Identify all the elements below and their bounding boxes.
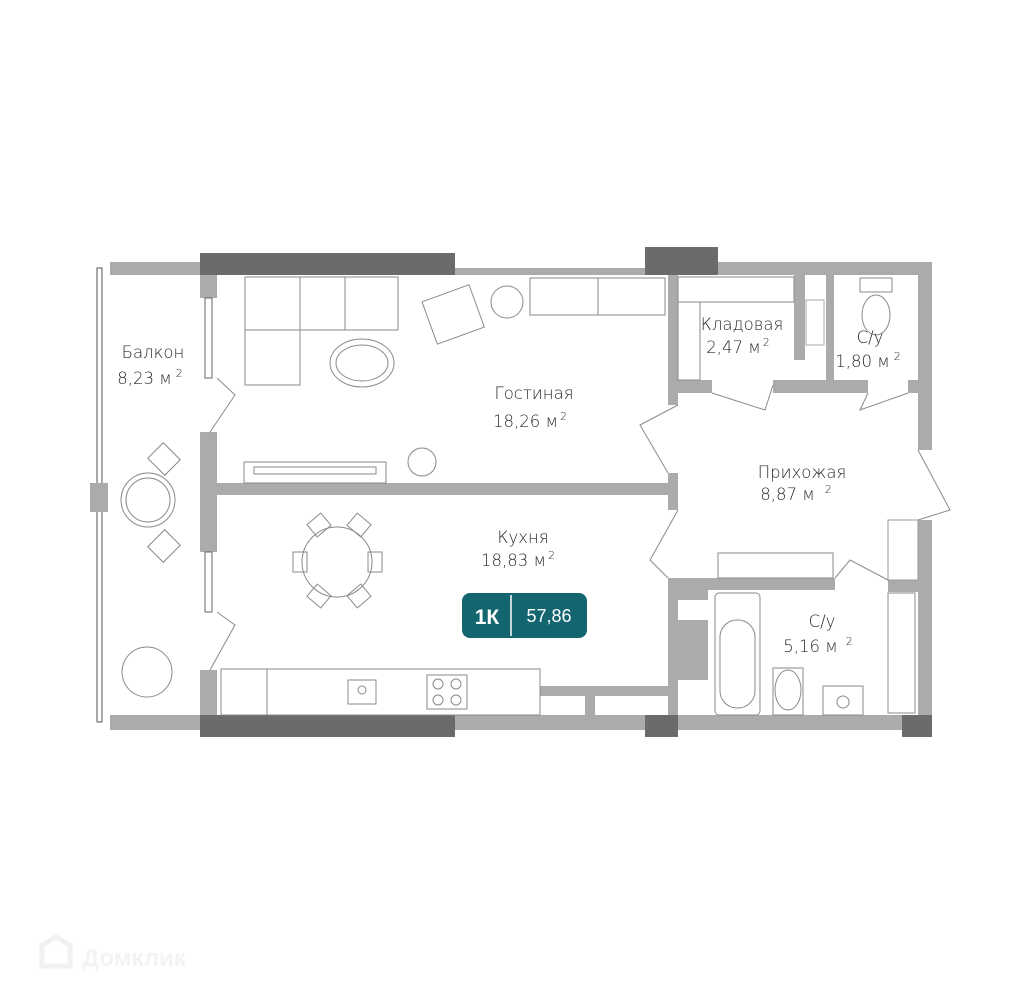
room-name-living: Гостиная: [495, 384, 574, 403]
room-name-balcony: Балкон: [122, 343, 185, 362]
apartment-type: 1К: [475, 606, 500, 629]
room-name-hallway: Прихожая: [758, 463, 846, 482]
walls: [90, 247, 932, 737]
domclick-watermark: Домклик: [39, 934, 187, 972]
room-name-wc-small: С/у: [857, 328, 884, 347]
furniture: [120, 276, 916, 716]
apartment-badge: 1К 57,86: [462, 593, 587, 638]
room-name-kitchen: Кухня: [497, 528, 548, 547]
watermark-text: Домклик: [82, 945, 187, 972]
doors: [209, 377, 951, 671]
room-name-bathroom: С/у: [809, 612, 836, 631]
room-name-storage: Кладовая: [701, 315, 784, 334]
total-area: 57,86: [526, 606, 571, 626]
